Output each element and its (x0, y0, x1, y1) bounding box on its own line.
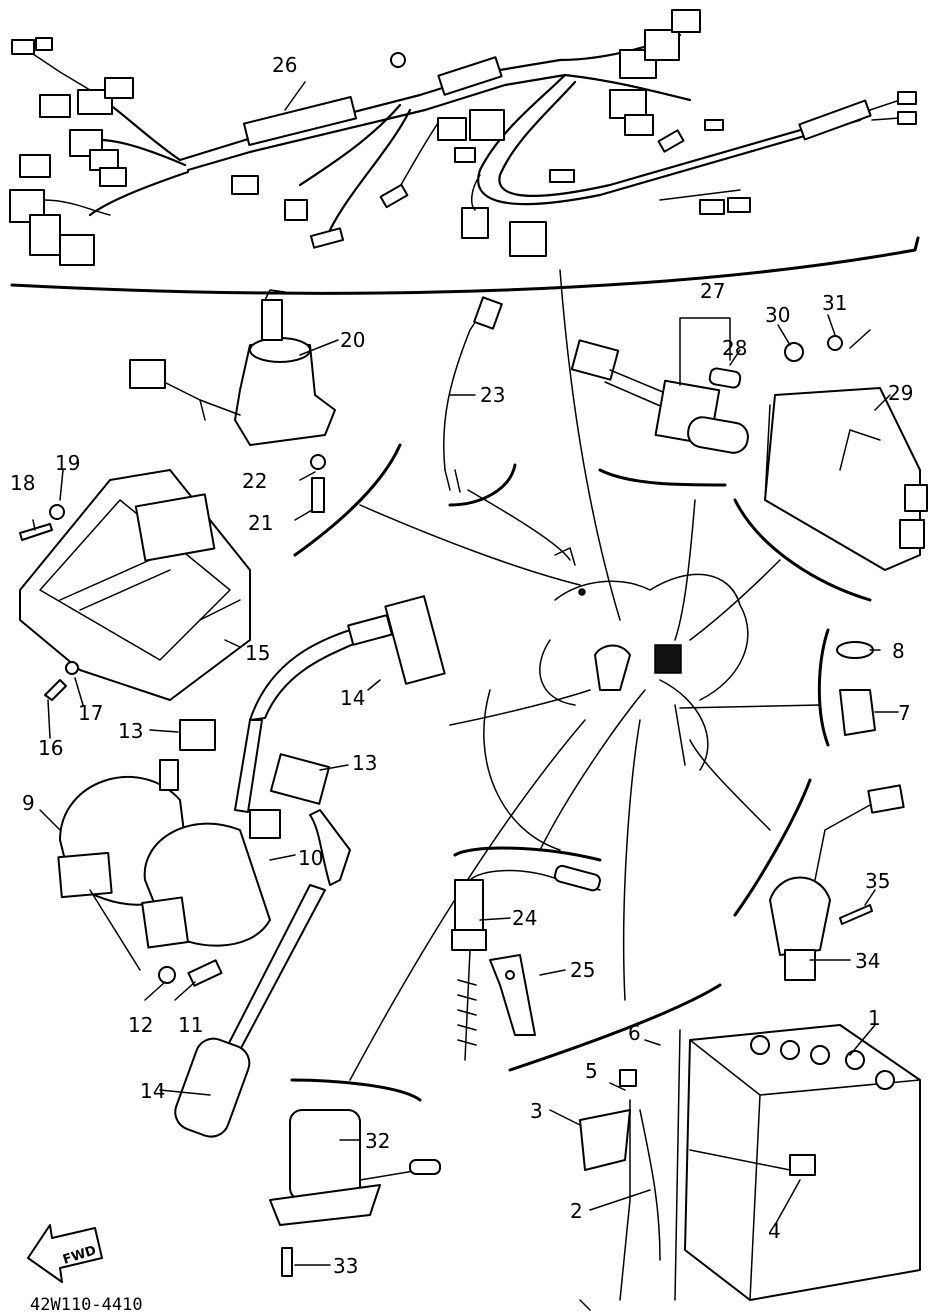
callout-6: 6 (628, 1021, 641, 1045)
callout-10: 10 (298, 846, 323, 870)
starter-motor-assembly (269, 1078, 441, 1277)
neutral-switch-lead (442, 296, 517, 507)
callout-26: 26 (272, 53, 297, 77)
callout-28: 28 (722, 336, 747, 360)
high-tension-leads (174, 595, 446, 1138)
cdi-unit (733, 329, 928, 602)
callout-31: 31 (822, 291, 847, 315)
wire-harness (9, 9, 920, 295)
oil-level-switch (451, 846, 602, 1061)
callout-labels: 26 27 28 30 31 29 20 23 22 21 18 19 15 1… (10, 53, 913, 1315)
relay-bracket (570, 317, 749, 487)
callout-13a: 13 (118, 719, 143, 743)
callout-16: 16 (38, 736, 63, 760)
callout-34: 34 (855, 949, 880, 973)
callout-19: 19 (55, 451, 80, 475)
callout-5: 5 (585, 1059, 598, 1083)
leader-lines (32, 81, 899, 1266)
callout-32: 32 (365, 1129, 390, 1153)
callout-3: 3 (530, 1099, 543, 1123)
callout-1: 1 (868, 1006, 881, 1030)
callout-22: 22 (242, 469, 267, 493)
ignition-coils (57, 719, 331, 987)
callout-15: 15 (245, 641, 270, 665)
callout-27: 27 (700, 279, 725, 303)
callout-30: 30 (765, 303, 790, 327)
engine-outline (349, 269, 821, 1081)
callout-20: 20 (340, 328, 365, 352)
callout-14a: 14 (340, 686, 365, 710)
callout-18: 18 (10, 471, 35, 495)
callout-25: 25 (570, 958, 595, 982)
callout-9: 9 (22, 791, 35, 815)
callout-12: 12 (128, 1013, 153, 1037)
callout-35: 35 (865, 869, 890, 893)
callout-23: 23 (480, 383, 505, 407)
drawing-code: 42W110-4410 (30, 1295, 143, 1315)
callout-29: 29 (888, 381, 913, 405)
callout-21: 21 (248, 511, 273, 535)
battery-assembly (508, 983, 921, 1311)
ignition-unit-cover (19, 469, 251, 701)
callout-4: 4 (768, 1219, 781, 1243)
callout-7: 7 (898, 701, 911, 725)
callout-2: 2 (570, 1199, 583, 1223)
callout-14b: 14 (140, 1079, 165, 1103)
callout-17: 17 (78, 701, 103, 725)
callout-24: 24 (512, 906, 537, 930)
callout-11: 11 (178, 1013, 203, 1037)
callout-13b: 13 (352, 751, 377, 775)
starter-relay-switch (733, 628, 905, 981)
callout-33: 33 (333, 1254, 358, 1278)
fwd-arrow (27, 1224, 103, 1283)
callout-8: 8 (892, 639, 905, 663)
main-switch-assembly (129, 289, 402, 557)
